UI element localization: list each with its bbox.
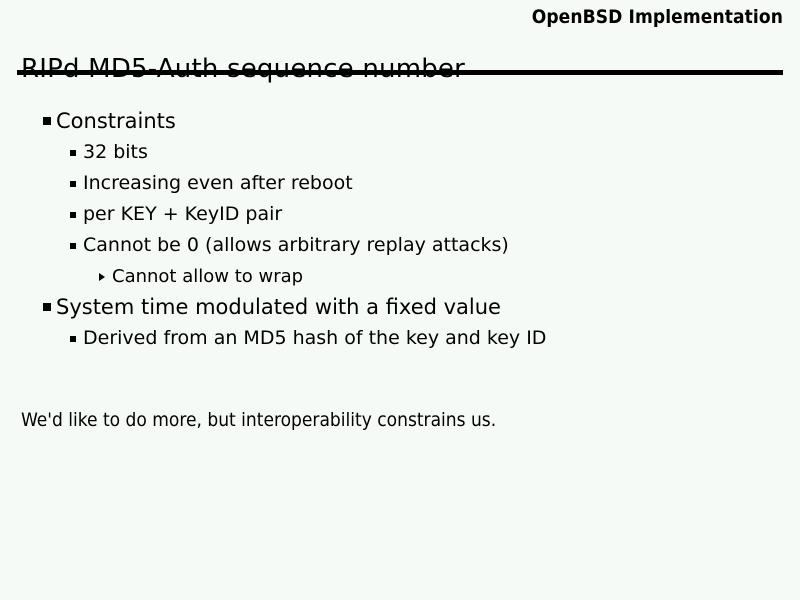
small-square-bullet-icon bbox=[70, 212, 76, 218]
list-item-label: 32 bits bbox=[83, 141, 148, 163]
list-item: Derived from an MD5 hash of the key and … bbox=[0, 323, 800, 354]
bullet-list: Constraints 32 bits Increasing even afte… bbox=[0, 106, 800, 354]
list-item-label: Derived from an MD5 hash of the key and … bbox=[83, 327, 547, 349]
slide-kicker: OpenBSD Implementation bbox=[531, 6, 783, 28]
list-item: 32 bits bbox=[0, 137, 800, 168]
list-item-label: Constraints bbox=[56, 109, 176, 133]
list-item: Increasing even after reboot bbox=[0, 168, 800, 199]
title-divider bbox=[17, 70, 783, 75]
square-bullet-icon bbox=[43, 117, 51, 125]
page-title: RIPd MD5-Auth sequence number bbox=[21, 55, 465, 85]
list-item-label: System time modulated with a fixed value bbox=[56, 295, 501, 319]
list-item-label: per KEY + KeyID pair bbox=[83, 203, 283, 225]
list-item: System time modulated with a fixed value bbox=[0, 292, 800, 323]
triangle-bullet-icon bbox=[99, 273, 105, 281]
small-square-bullet-icon bbox=[70, 181, 76, 187]
square-bullet-icon bbox=[43, 303, 51, 311]
list-item-label: Cannot be 0 (allows arbitrary replay att… bbox=[83, 234, 509, 256]
list-item: Cannot be 0 (allows arbitrary replay att… bbox=[0, 230, 800, 261]
list-item: Cannot allow to wrap bbox=[0, 261, 800, 292]
list-item: per KEY + KeyID pair bbox=[0, 199, 800, 230]
list-item-label: Increasing even after reboot bbox=[83, 172, 353, 194]
small-square-bullet-icon bbox=[70, 243, 76, 249]
closing-statement: We'd like to do more, but interoperabili… bbox=[21, 409, 497, 431]
list-item: Constraints bbox=[0, 106, 800, 137]
small-square-bullet-icon bbox=[70, 150, 76, 156]
list-item-label: Cannot allow to wrap bbox=[112, 266, 304, 287]
small-square-bullet-icon bbox=[70, 336, 76, 342]
